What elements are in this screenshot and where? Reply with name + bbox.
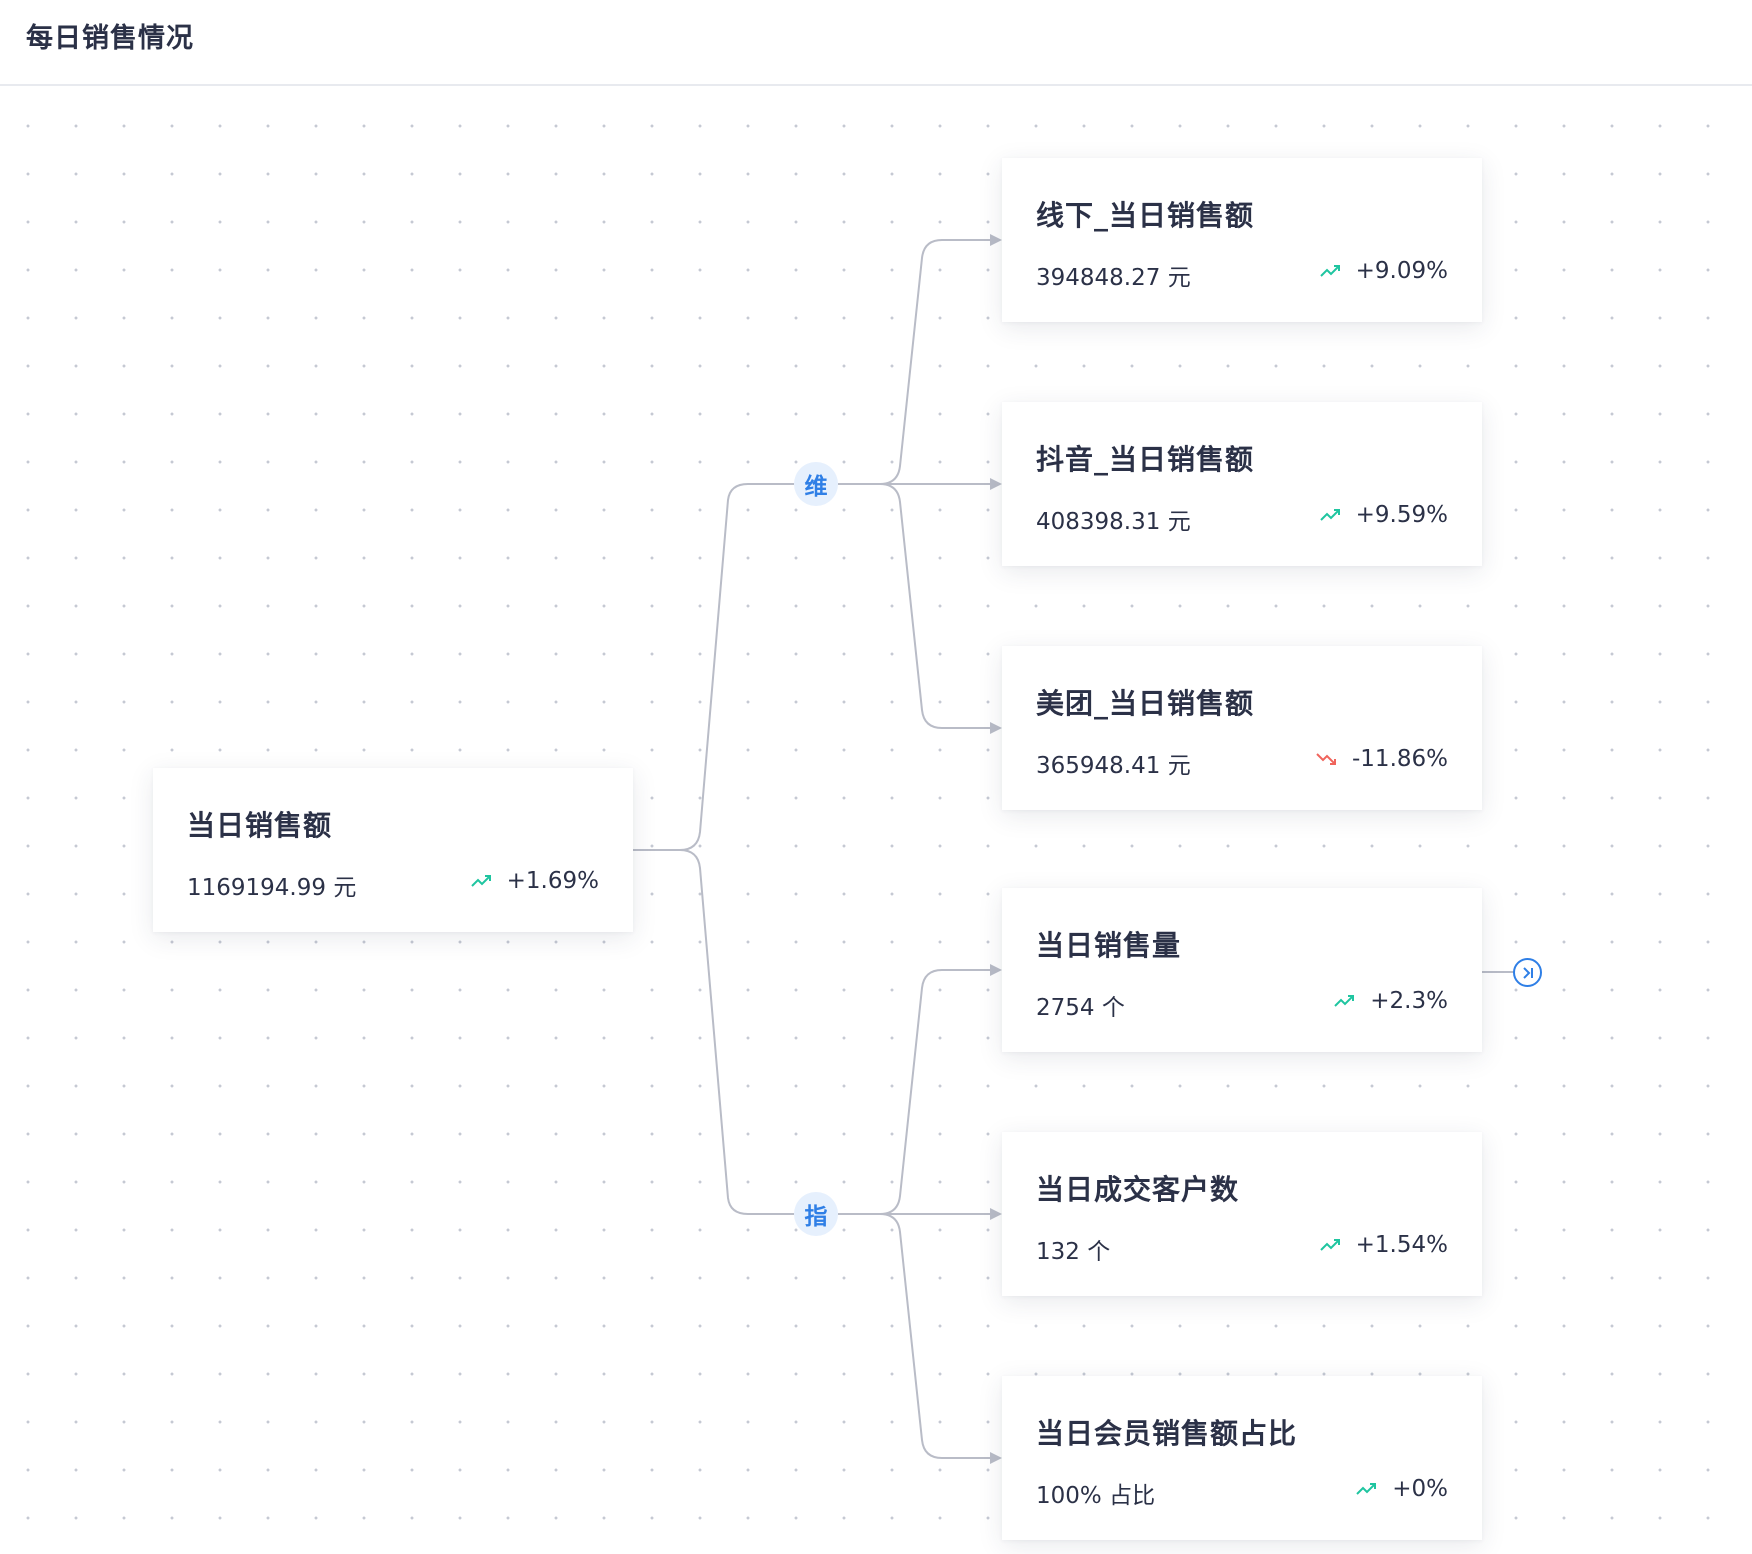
node-change: +9.59%: [1319, 502, 1448, 528]
node-change: -11.86%: [1316, 746, 1448, 772]
node-customer-count[interactable]: 当日成交客户数 132 个 +1.54%: [1002, 1132, 1482, 1296]
change-text: +9.59%: [1355, 502, 1448, 528]
trend-up-icon: [1319, 509, 1340, 521]
page-title: 每日销售情况: [26, 23, 194, 54]
node-value: 2754 个: [1036, 995, 1125, 1021]
node-title: 线下_当日销售额: [1036, 199, 1255, 232]
change-text: +9.09%: [1355, 258, 1448, 284]
dimension-badge[interactable]: 维: [794, 462, 838, 506]
metric-badge[interactable]: 指: [794, 1192, 838, 1236]
change-text: +1.54%: [1355, 1232, 1448, 1258]
change-text: +2.3%: [1370, 988, 1448, 1014]
node-sales-volume[interactable]: 当日销售量 2754 个 +2.3%: [1002, 888, 1482, 1052]
trend-up-icon: [1334, 995, 1355, 1007]
node-title: 抖音_当日销售额: [1036, 443, 1255, 476]
node-change: +2.3%: [1334, 988, 1448, 1014]
trend-up-icon: [1319, 1239, 1340, 1251]
node-title: 美团_当日销售额: [1036, 687, 1255, 720]
node-value: 1169194.99 元: [187, 875, 357, 901]
node-change: +1.69%: [470, 868, 599, 894]
node-title: 当日销售额: [187, 809, 333, 842]
expand-icon: [1522, 966, 1533, 979]
trend-up-icon: [470, 875, 491, 887]
page-header: 每日销售情况: [0, 0, 1752, 86]
node-change: +1.54%: [1319, 1232, 1448, 1258]
change-text: -11.86%: [1352, 746, 1448, 772]
node-value: 394848.27 元: [1036, 265, 1191, 291]
node-value: 132 个: [1036, 1239, 1111, 1265]
node-root-sales[interactable]: 当日销售额 1169194.99 元 +1.69%: [153, 768, 633, 932]
node-value: 365948.41 元: [1036, 753, 1191, 779]
node-change: +0%: [1356, 1476, 1448, 1502]
trend-up-icon: [1356, 1483, 1377, 1495]
change-text: +0%: [1392, 1476, 1448, 1502]
node-meituan-sales[interactable]: 美团_当日销售额 365948.41 元 -11.86%: [1002, 646, 1482, 810]
node-title: 当日会员销售额占比: [1036, 1417, 1298, 1450]
trend-down-icon: [1316, 753, 1336, 765]
node-douyin-sales[interactable]: 抖音_当日销售额 408398.31 元 +9.59%: [1002, 402, 1482, 566]
node-offline-sales[interactable]: 线下_当日销售额 394848.27 元 +9.09%: [1002, 158, 1482, 322]
change-text: +1.69%: [506, 868, 599, 894]
node-value: 408398.31 元: [1036, 509, 1191, 535]
node-value: 100% 占比: [1036, 1483, 1156, 1509]
node-member-sales-ratio[interactable]: 当日会员销售额占比 100% 占比 +0%: [1002, 1376, 1482, 1540]
node-title: 当日销售量: [1036, 929, 1182, 962]
expand-button[interactable]: [1513, 958, 1542, 987]
node-change: +9.09%: [1319, 258, 1448, 284]
trend-up-icon: [1319, 265, 1340, 277]
node-title: 当日成交客户数: [1036, 1173, 1240, 1206]
